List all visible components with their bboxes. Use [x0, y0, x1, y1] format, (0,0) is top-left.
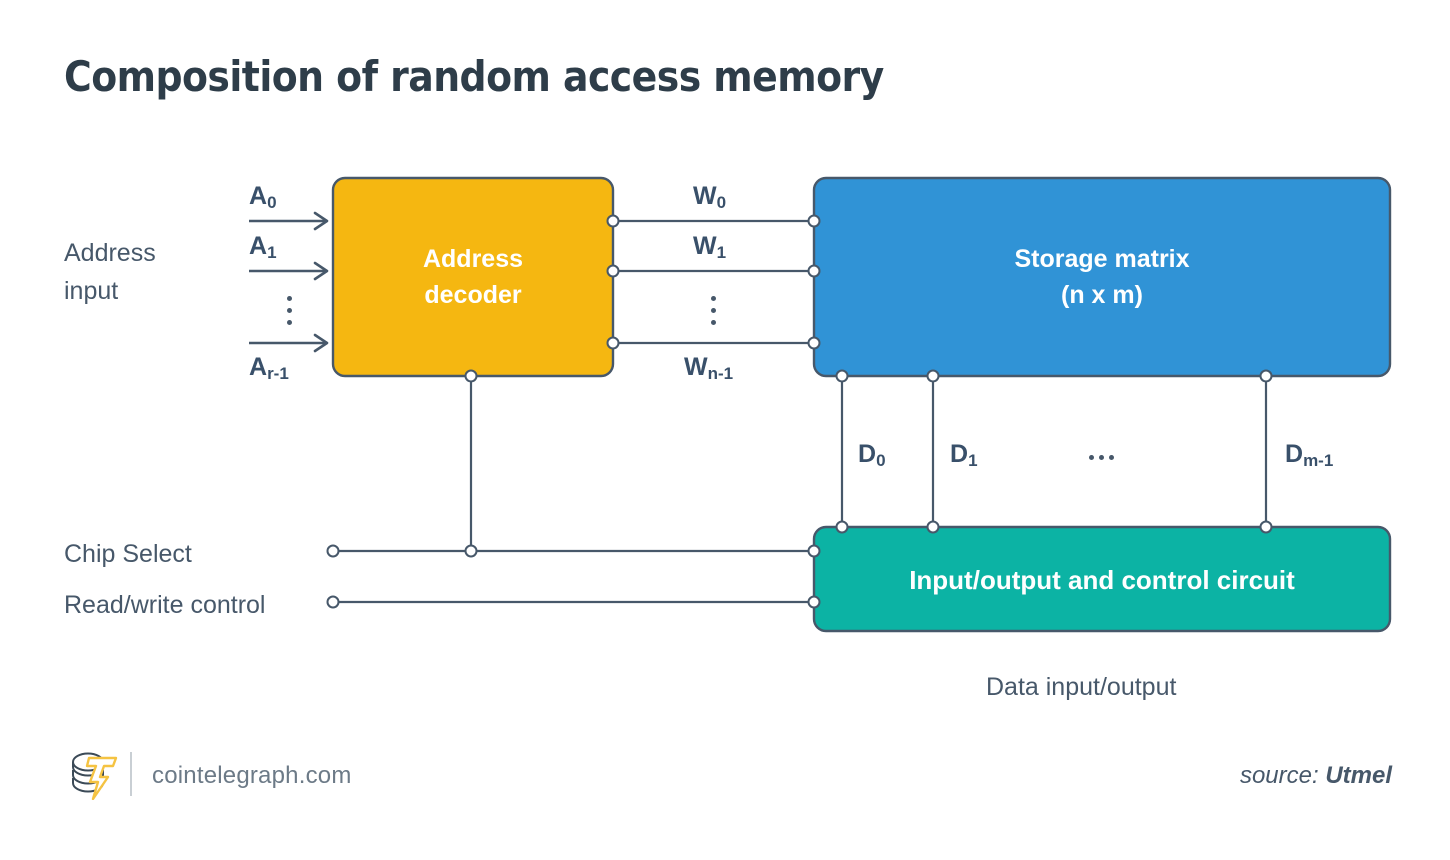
address-input-label-line1: Address: [64, 239, 156, 267]
data-io-label: Data input/output: [986, 673, 1177, 701]
footer-source-prefix: source:: [1239, 762, 1319, 789]
word-line-label-w0: W0: [693, 182, 727, 212]
node-io-chip-select: [807, 544, 821, 558]
data-line-label-d0: D0: [858, 440, 886, 470]
address-line-label-a0: A0: [249, 182, 277, 212]
node-matrix-w0: [807, 214, 821, 228]
data-line-label-dm1: Dm-1: [1285, 440, 1334, 470]
footer-source: source: Utmel: [1240, 762, 1392, 790]
address-lines-ellipsis: [287, 296, 292, 332]
node-chip-select-junction: [464, 544, 478, 558]
page-title: Composition of random access memory: [64, 52, 884, 101]
word-line-label-wn1: Wn-1: [684, 353, 734, 383]
data-line-label-d1: D1: [950, 440, 978, 470]
word-lines: [613, 219, 814, 345]
footer-source-name: Utmel: [1325, 762, 1392, 789]
word-line-label-w1: W1: [693, 232, 727, 262]
node-matrix-wn1: [807, 336, 821, 350]
node-chip-select-terminal: [326, 544, 340, 558]
chip-select-line: [333, 376, 814, 553]
data-lines-ellipsis: [1089, 455, 1114, 460]
block-label-storage-matrix: Storage matrix (n x m): [1014, 245, 1190, 309]
node-matrix-d1: [926, 369, 940, 383]
node-matrix-d0: [835, 369, 849, 383]
node-io-d1: [926, 520, 940, 534]
block-io-control[interactable]: [812, 525, 1392, 633]
address-input-label-line2: input: [64, 277, 119, 305]
node-read-write-terminal: [326, 595, 340, 609]
node-matrix-dm1: [1259, 369, 1273, 383]
footer-divider: [130, 752, 132, 796]
node-io-read-write: [807, 595, 821, 609]
chip-select-label: Chip Select: [64, 540, 192, 568]
node-decoder-wn1: [606, 336, 620, 350]
block-label-io-control: Input/output and control circuit: [909, 565, 1295, 595]
footer-site-label: cointelegraph.com: [152, 762, 352, 789]
address-line-label-a1: A1: [249, 232, 277, 262]
node-io-d0: [835, 520, 849, 534]
address-line-label-ar1: Ar-1: [249, 353, 289, 383]
node-decoder-w0: [606, 214, 620, 228]
node-io-dm1: [1259, 520, 1273, 534]
data-lines: [840, 376, 1268, 527]
node-decoder-bottom: [464, 369, 478, 383]
word-lines-ellipsis: [711, 296, 716, 332]
read-write-control-label: Read/write control: [64, 591, 266, 619]
address-input-arrows: [249, 211, 329, 353]
cointelegraph-logo-icon: [72, 752, 118, 800]
block-label-address-decoder: Address decoder: [422, 245, 524, 309]
